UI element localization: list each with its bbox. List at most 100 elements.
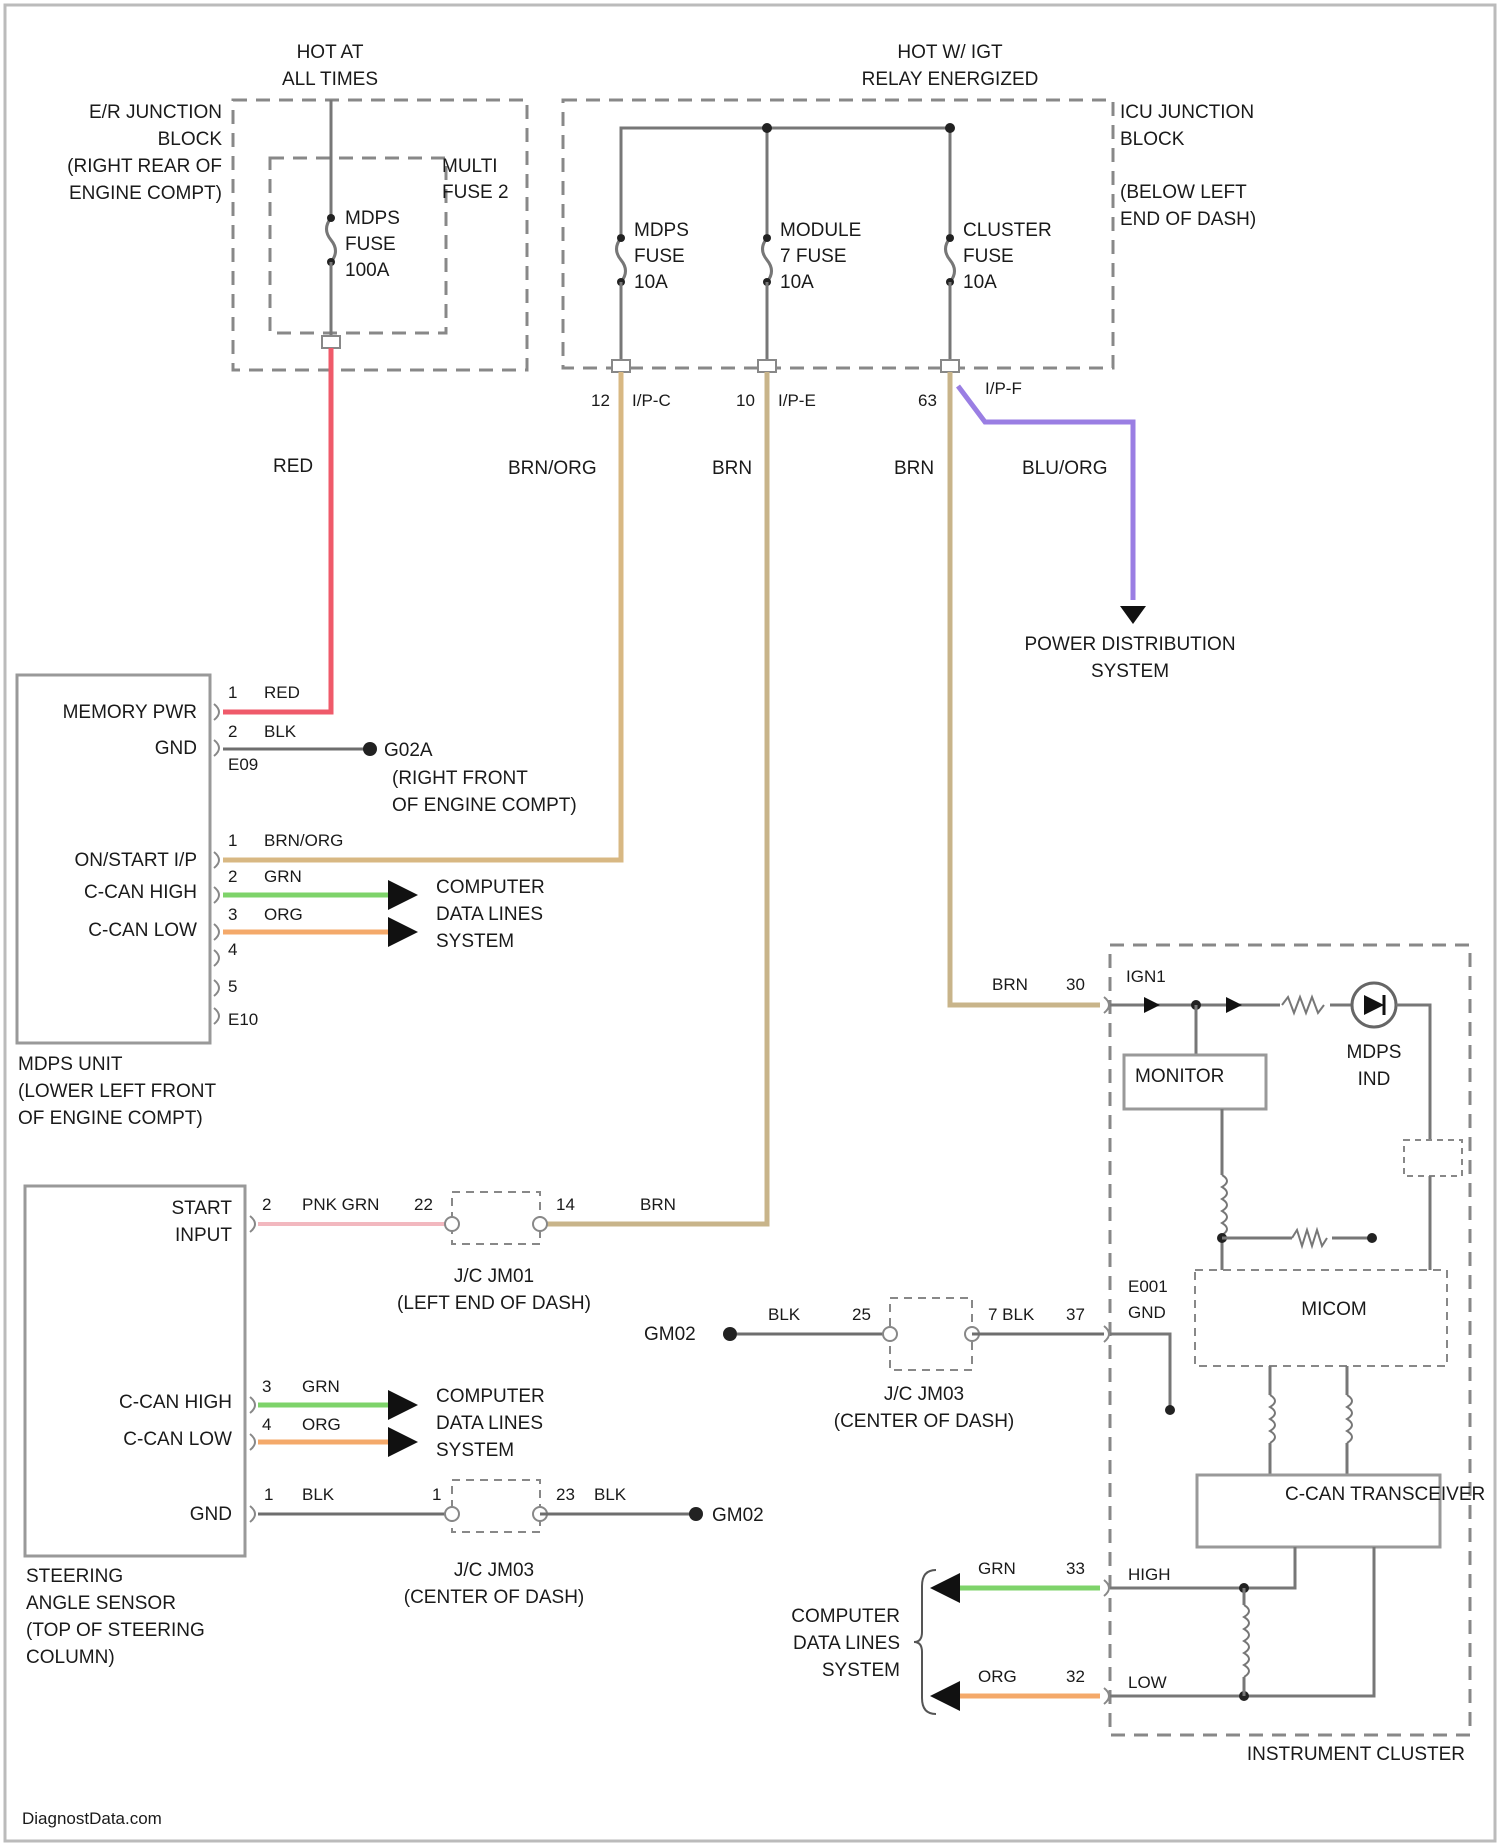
connector-ipc-label: I/P-C [632,391,671,410]
connector-ipf-pin: 63 [918,391,937,410]
cluster-ign1: IGN1 [1126,967,1166,986]
cluster-pin-30: 30 [1066,975,1085,994]
ground-location-1: (RIGHT FRONT [392,768,528,789]
jc-jm01-wire-color: BRN [640,1195,676,1214]
wire-org-color: ORG [302,1415,341,1434]
wire-grn-pin: 3 [262,1377,271,1396]
er-junction-block: E/R JUNCTION BLOCK (RIGHT REAR OF ENGINE… [67,100,527,370]
jc-jm01-location: (LEFT END OF DASH) [397,1293,591,1314]
module7-fuse-label: MODULE [780,220,861,241]
computer-data-lines-label: COMPUTER [436,1386,545,1407]
pin-c-can-low: C-CAN LOW [88,920,197,941]
cluster-fuse-label-2: FUSE [963,246,1014,267]
footer-watermark: DiagnostData.com [22,1809,162,1828]
wire-1-color: RED [264,683,300,702]
micom-block: MICOM [1301,1299,1366,1320]
er-block-location-2: ENGINE COMPT) [69,183,222,204]
computer-data-lines-label: COMPUTER [791,1606,900,1627]
computer-data-lines-label-3: SYSTEM [436,1440,514,1461]
ground-gm02: GM02 [644,1324,696,1345]
cluster-wire-color: BRN [992,975,1028,994]
wire-brn-label-1: BRN [712,458,752,479]
wire-pnk-color: PNK GRN [302,1195,379,1214]
multi-fuse-label-2: FUSE 2 [442,182,509,203]
jc-jm03-wire-color: BLK [594,1485,627,1504]
wire-blu-org-label: BLU/ORG [1022,458,1108,479]
wire-org-pin: 4 [262,1415,271,1434]
cluster-high-pin: HIGH [1128,1565,1171,1584]
er-block-title: E/R JUNCTION [89,102,222,123]
sas-location-1: (TOP OF STEERING [26,1620,205,1641]
steering-angle-sensor: START INPUT C-CAN HIGH C-CAN LOW GND 2 P… [25,1186,764,1668]
wire-5-pin: 3 [228,905,237,924]
connector-pins [250,1216,255,1522]
module7-fuse-rating: 10A [780,272,814,293]
wire-3-pin: 1 [228,831,237,850]
mdps-fuse-label-2: FUSE [345,234,396,255]
diode-icon [1144,997,1160,1013]
wire-brn-label-2: BRN [894,458,934,479]
wire-grn-color: GRN [302,1377,340,1396]
jc-jm03-title: J/C JM03 [454,1560,534,1581]
wire-blu-org: BLU/ORG POWER DISTRIBUTION SYSTEM [958,386,1236,682]
module7-fuse-label-2: 7 FUSE [780,246,847,267]
relay-energized-label: RELAY ENERGIZED [862,69,1039,90]
power-distribution-system-label: SYSTEM [1091,661,1169,682]
ground-icon [723,1327,737,1341]
connector-ipf-label: I/P-F [985,379,1022,398]
bracket-icon [914,1570,936,1714]
cluster-fuse-label: CLUSTER [963,220,1052,241]
mdps-ind-label-2: IND [1358,1069,1391,1090]
connector-ipc-pin: 12 [591,391,610,410]
mdps-fuse-10a-label-2: FUSE [634,246,685,267]
coil-icon [1270,1395,1275,1443]
pin-gnd: GND [190,1504,232,1525]
arrow-down-icon [1120,606,1146,624]
icu-block-title: ICU JUNCTION [1120,102,1254,123]
instrument-cluster-title: INSTRUMENT CLUSTER [1247,1744,1465,1765]
jc-jm01-pin-in: 22 [414,1195,433,1214]
pin-c-can-high: C-CAN HIGH [84,882,197,903]
mdps-unit-title: MDPS UNIT [18,1054,123,1075]
icu-junction-block: ICU JUNCTION BLOCK (BELOW LEFT END OF DA… [563,100,1256,410]
coil-icon [1244,1605,1249,1677]
wire-4-color: GRN [264,867,302,886]
wire-blk-pin: 1 [264,1485,273,1504]
icu-block-location-1: (BELOW LEFT [1120,182,1247,203]
connector-ipe-pin: 10 [736,391,755,410]
coil-icon [1222,1175,1227,1235]
cluster-fuse-rating: 10A [963,272,997,293]
pin-start-input-2: INPUT [175,1225,232,1246]
wire-2-color: BLK [264,722,297,741]
cluster-gnd-wire-color: BLK [768,1305,801,1324]
hot-w-igt-label: HOT W/ IGT [897,42,1003,63]
pin-gnd: GND [155,738,197,759]
monitor-block: MONITOR [1135,1066,1224,1087]
er-block-title-2: BLOCK [158,129,223,150]
wire-blk-color: BLK [302,1485,335,1504]
sas-title: STEERING [26,1566,123,1587]
jc-jm01-pin-out: 14 [556,1195,575,1214]
wire-5-color: ORG [264,905,303,924]
cluster-pin-33: 33 [1066,1559,1085,1578]
pin-start-input: START [171,1198,232,1219]
jc-jm03-pin-25: 25 [852,1305,871,1324]
computer-data-lines-label-2: DATA LINES [436,1413,543,1434]
jc-jm03-pin-out: 23 [556,1485,575,1504]
computer-data-lines-label-3: SYSTEM [822,1660,900,1681]
jc-jm03-pin-7: 7 BLK [988,1305,1035,1324]
all-times-label: ALL TIMES [282,69,378,90]
mdps-fuse-10a-rating: 10A [634,272,668,293]
cluster-gnd: GND [1128,1303,1166,1322]
connector-e10: E10 [228,1010,258,1029]
pin-5: 5 [228,977,237,996]
connector-pins [214,704,219,1024]
jc-jm01-title: J/C JM01 [454,1266,534,1287]
cluster-e001: E001 [1128,1277,1168,1296]
connector-e09: E09 [228,755,258,774]
pin-c-can-high: C-CAN HIGH [119,1392,232,1413]
mdps-ind-label: MDPS [1347,1042,1402,1063]
icu-block-location-2: END OF DASH) [1120,209,1256,230]
diode-icon [1226,997,1242,1013]
multi-fuse-label: MULTI [442,156,498,177]
